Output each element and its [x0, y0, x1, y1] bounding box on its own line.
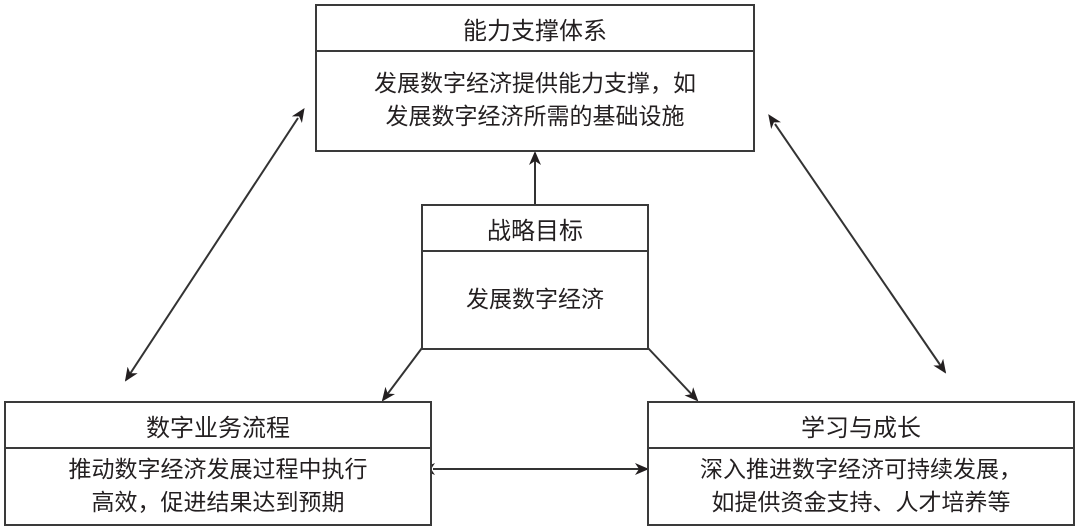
- capability-support-box: 能力支撑体系 发展数字经济提供能力支撑，如 发展数字经济所需的基础设施: [315, 4, 755, 152]
- arrow-capability-learning-growth: [768, 114, 947, 374]
- box-text-line: 发展数字经济提供能力支撑，如: [374, 71, 696, 97]
- strategic-goal-box: 战略目标 发展数字经济: [421, 204, 649, 350]
- box-title: 数字业务流程: [6, 403, 430, 449]
- box-title: 战略目标: [423, 206, 647, 252]
- arrow-capability-business-process: [124, 107, 305, 382]
- arrow-strategy-to-business-process: [381, 347, 423, 402]
- arrow-strategy-to-learning-growth: [647, 347, 699, 402]
- box-text-line: 发展数字经济所需的基础设施: [385, 104, 685, 130]
- box-title: 能力支撑体系: [317, 6, 753, 52]
- business-process-box: 数字业务流程 推动数字经济发展过程中执行 高效，促进结果达到预期: [4, 401, 432, 526]
- box-text-line: 如提供资金支持、人才培养等: [711, 489, 1011, 516]
- box-text-line: 深入推进数字经济可持续发展，: [700, 456, 1022, 483]
- learning-growth-box: 学习与成长 深入推进数字经济可持续发展， 如提供资金支持、人才培养等: [647, 401, 1075, 526]
- box-text-line: 高效，促进结果达到预期: [91, 489, 345, 516]
- box-text-line: 推动数字经济发展过程中执行: [68, 456, 368, 483]
- box-text-line: 发展数字经济: [466, 286, 604, 313]
- box-title: 学习与成长: [649, 403, 1073, 449]
